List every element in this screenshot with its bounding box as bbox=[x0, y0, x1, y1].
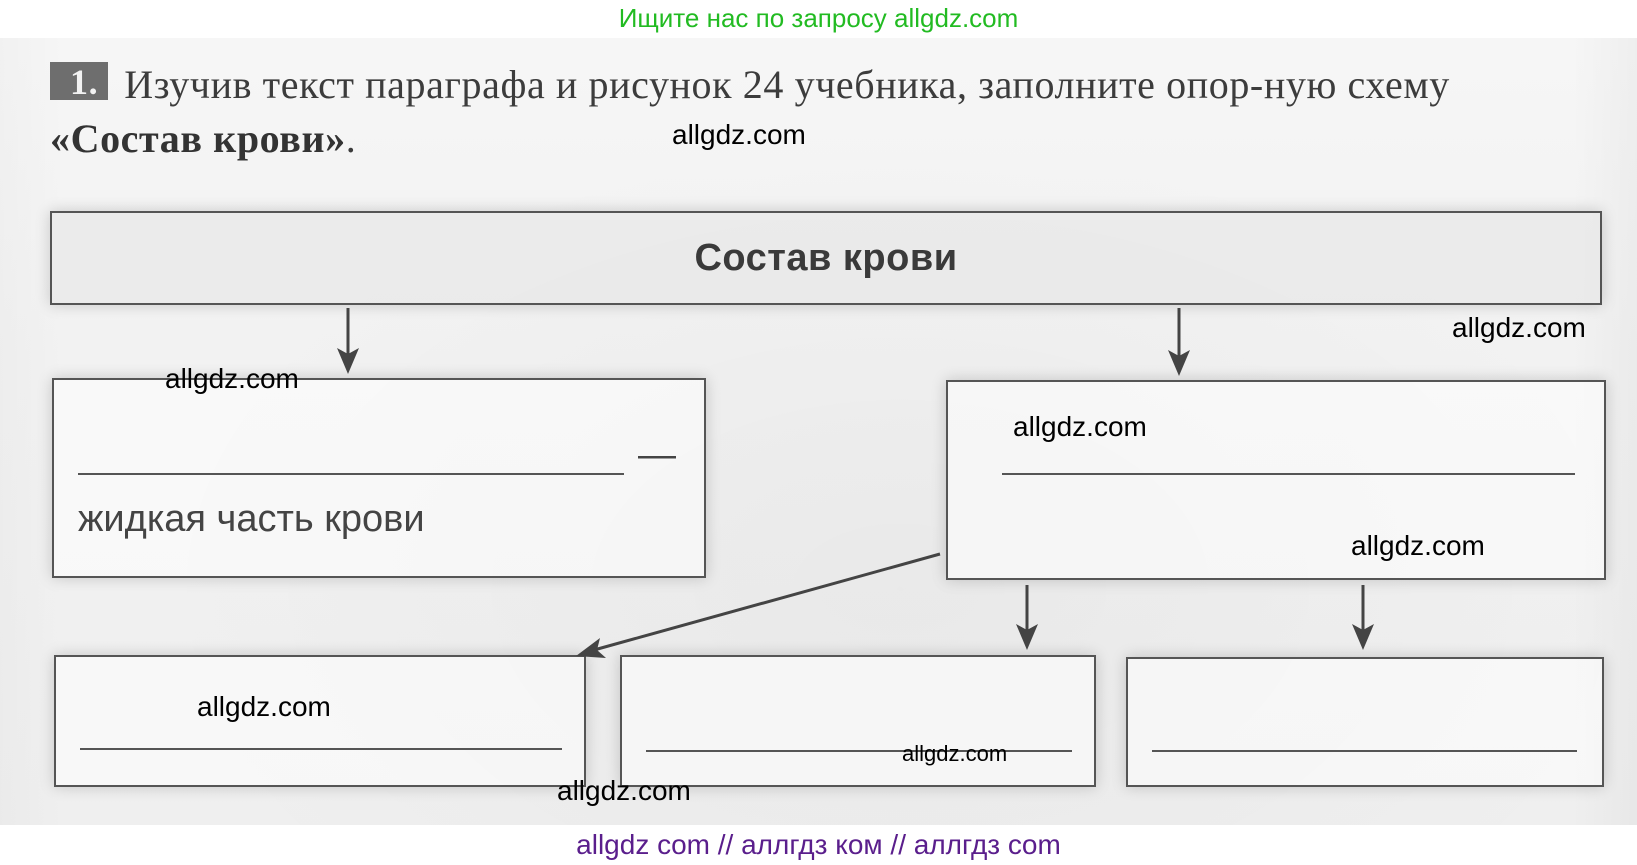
bottom-box-2 bbox=[620, 655, 1096, 787]
left-component-box bbox=[52, 378, 706, 578]
bottom-answer-blank-1[interactable] bbox=[80, 748, 562, 750]
task-instruction: 1. Изучив текст параграфа и рисунок 24 уч… bbox=[50, 58, 1610, 166]
watermark: allgdz.com bbox=[165, 363, 299, 394]
watermark: allgdz.com bbox=[1013, 411, 1147, 442]
right-component-box bbox=[946, 380, 1606, 580]
diagram-title-box: Состав крови bbox=[50, 211, 1602, 305]
definition-dash: — bbox=[638, 434, 676, 476]
watermark: allgdz.com bbox=[672, 119, 806, 150]
task-scheme-title: «Состав крови» bbox=[50, 116, 346, 161]
watermark: allgdz.com bbox=[1452, 312, 1586, 343]
task-number-badge: 1. bbox=[50, 62, 109, 102]
watermark: allgdz.com bbox=[1351, 530, 1485, 561]
task-text-end: . bbox=[345, 116, 357, 161]
watermark: allgdz.com bbox=[902, 741, 1008, 766]
bottom-answer-blank-2[interactable] bbox=[646, 750, 1072, 752]
top-watermark-banner: Ищите нас по запросу allgdz.com bbox=[0, 0, 1637, 38]
bottom-watermark-banner: allgdz com // аллгдз ком // аллгдз com bbox=[0, 825, 1637, 865]
bottom-answer-blank-3[interactable] bbox=[1152, 750, 1577, 752]
left-box-caption: жидкая часть крови bbox=[78, 498, 425, 540]
bottom-box-3 bbox=[1126, 657, 1604, 787]
watermark: allgdz.com bbox=[197, 691, 331, 722]
task-text: Изучив текст параграфа и рисунок 24 учеб… bbox=[124, 62, 1450, 107]
left-answer-blank[interactable] bbox=[78, 473, 624, 475]
right-answer-blank[interactable] bbox=[1002, 473, 1575, 475]
watermark: allgdz.com bbox=[557, 775, 691, 806]
diagram-title: Состав крови bbox=[694, 237, 958, 279]
bottom-box-1 bbox=[54, 655, 586, 787]
